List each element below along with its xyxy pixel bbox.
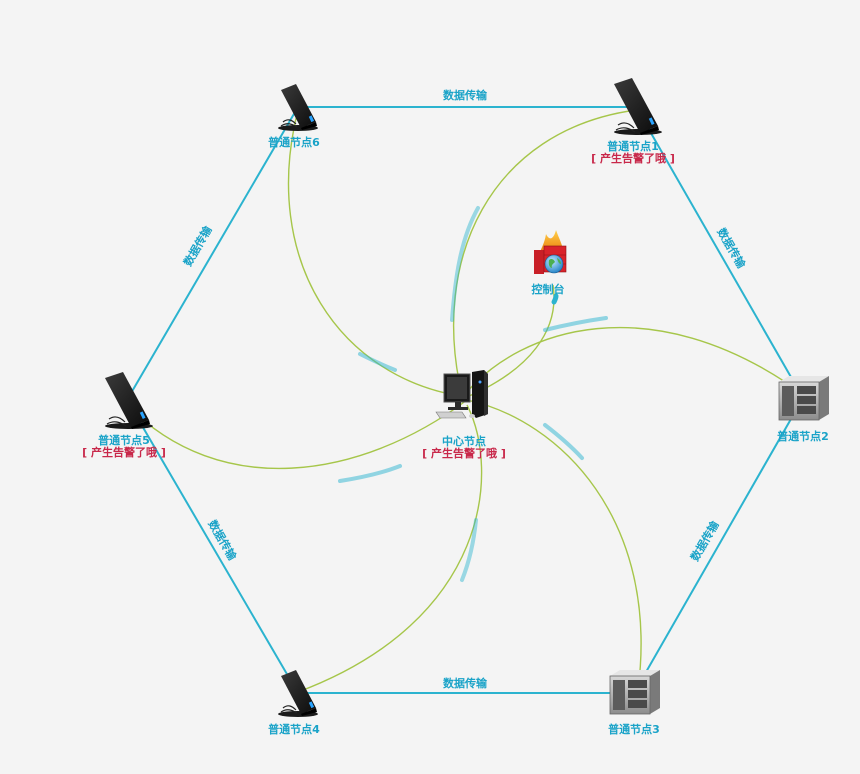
link-label-n5-n6: 数据传输 bbox=[180, 223, 215, 269]
flow-pulse-n3 bbox=[543, 423, 584, 460]
link-n5-n6[interactable] bbox=[126, 106, 299, 401]
link-center-n1[interactable] bbox=[452, 109, 637, 396]
node-n2[interactable]: 普通节点2 bbox=[777, 376, 829, 443]
node-alert-n1: [ 产生告警了哦 ] bbox=[591, 151, 675, 165]
node-label-center: 中心节点 bbox=[442, 434, 486, 448]
node-n5[interactable]: 普通节点5 [ 产生告警了哦 ] bbox=[82, 372, 166, 459]
link-center-n5[interactable] bbox=[126, 399, 468, 470]
link-label-n1-n2: 数据传输 bbox=[714, 225, 749, 271]
link-label-n4-n5: 数据传输 bbox=[205, 517, 240, 563]
link-label-n3-n4: 数据传输 bbox=[443, 676, 488, 690]
router-icon bbox=[278, 670, 318, 717]
flow-pulse-n6 bbox=[358, 352, 397, 372]
node-console[interactable]: 控制台 bbox=[532, 230, 567, 296]
link-center-n2[interactable] bbox=[466, 326, 801, 393]
node-label-n1: 普通节点1 bbox=[607, 139, 659, 153]
router-icon bbox=[614, 78, 662, 135]
router-icon bbox=[105, 372, 153, 429]
ring-links bbox=[126, 106, 804, 694]
node-n3[interactable]: 普通节点3 bbox=[608, 670, 660, 736]
server-icon bbox=[609, 670, 660, 715]
node-n6[interactable]: 普通节点6 bbox=[268, 84, 320, 149]
link-n2-n3[interactable] bbox=[633, 397, 804, 694]
node-label-n3: 普通节点3 bbox=[608, 722, 660, 736]
node-alert-center: [ 产生告警了哦 ] bbox=[422, 446, 506, 460]
server-icon bbox=[778, 376, 829, 421]
flow-pulse-console bbox=[551, 293, 559, 305]
node-label-n6: 普通节点6 bbox=[268, 135, 320, 149]
link-center-n6[interactable] bbox=[287, 109, 468, 398]
flow-pulse-n1 bbox=[450, 206, 480, 322]
desktop-computer-icon bbox=[435, 370, 488, 419]
link-n1-n2[interactable] bbox=[635, 106, 804, 399]
node-label-n4: 普通节点4 bbox=[268, 722, 320, 736]
node-n1[interactable]: 普通节点1 [ 产生告警了哦 ] bbox=[591, 78, 675, 165]
node-alert-n5: [ 产生告警了哦 ] bbox=[82, 445, 166, 459]
router-icon bbox=[278, 84, 318, 131]
link-label-n6-n1: 数据传输 bbox=[443, 88, 488, 102]
link-center-n4[interactable] bbox=[297, 404, 483, 693]
firewall-globe-icon bbox=[534, 230, 567, 274]
center-links bbox=[126, 109, 801, 693]
flow-pulse-n2 bbox=[543, 316, 608, 332]
link-n4-n5[interactable] bbox=[126, 399, 299, 694]
flow-pulses bbox=[338, 206, 608, 582]
flow-pulse-n5 bbox=[338, 464, 402, 483]
node-n4[interactable]: 普通节点4 bbox=[268, 670, 320, 736]
node-center[interactable]: 中心节点 [ 产生告警了哦 ] bbox=[422, 370, 506, 460]
node-label-n5: 普通节点5 bbox=[98, 433, 150, 447]
flow-pulse-n4 bbox=[460, 518, 478, 582]
node-label-console: 控制台 bbox=[532, 282, 565, 296]
link-label-n2-n3: 数据传输 bbox=[687, 518, 722, 564]
node-label-n2: 普通节点2 bbox=[777, 429, 829, 443]
link-center-n3[interactable] bbox=[466, 399, 642, 691]
